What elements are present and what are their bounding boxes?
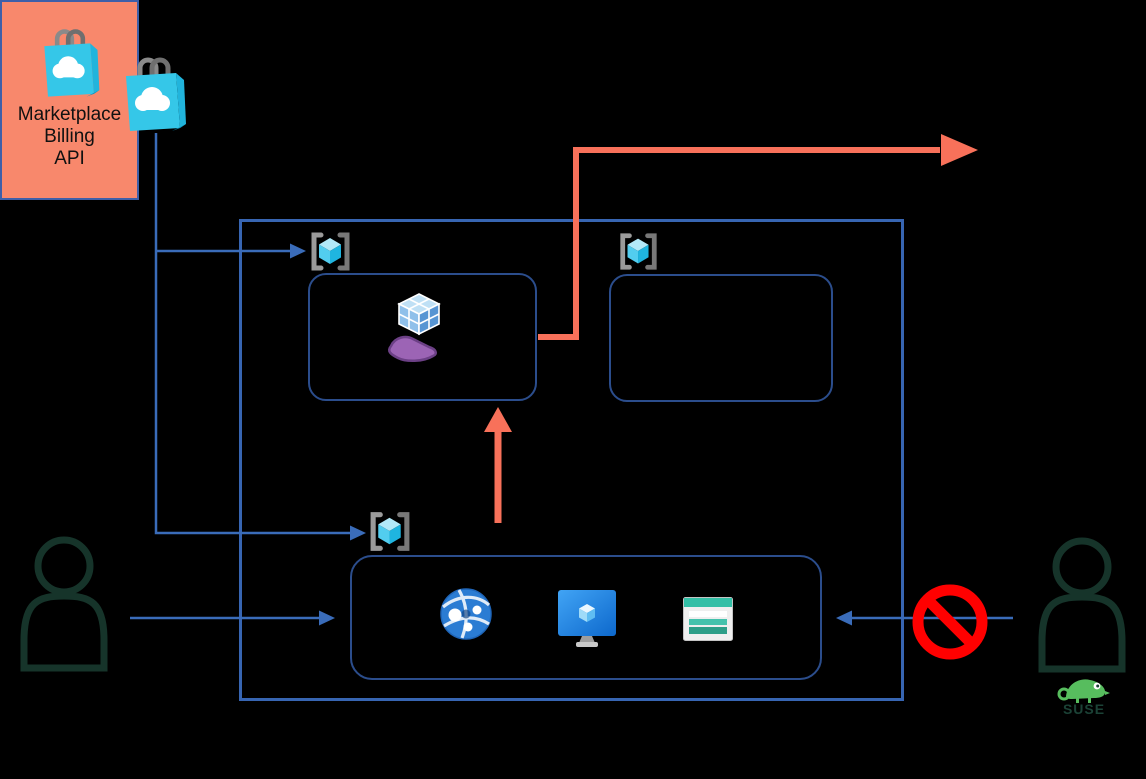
deployment-resources-box [350,555,822,680]
billing-label-line1: Marketplace [17,104,122,125]
cube-brackets-icon [311,232,350,271]
billing-api-label: Marketplace Billing API [2,104,137,170]
hand-shape [388,335,437,362]
user-icon [20,536,108,672]
managed-application-hand-icon [388,293,441,362]
billing-label-line2: Billing [44,126,95,147]
prohibition-icon [912,584,988,660]
cube-stack [397,293,441,336]
app-service-globe-icon [440,588,492,640]
cloud-glyph [135,87,170,111]
marketplace-billing-api-box: Marketplace Billing API [0,0,139,200]
suse-chameleon-icon [1057,679,1110,703]
marketplace-bag-icon [43,29,99,97]
cube-brackets-icon [370,512,410,551]
user-icon [1038,537,1126,673]
web-app-rows-icon [683,597,733,641]
cube-brackets-icon [620,233,657,270]
arrowhead-billing-api [941,134,978,166]
virtual-machine-icon [558,590,616,647]
billing-label-line3: API [54,148,85,169]
monitor-stand [579,636,595,643]
secondary-resource-box [609,274,833,402]
marketplace-bag-icon [126,57,186,131]
suse-label: SUSE [1062,701,1106,717]
